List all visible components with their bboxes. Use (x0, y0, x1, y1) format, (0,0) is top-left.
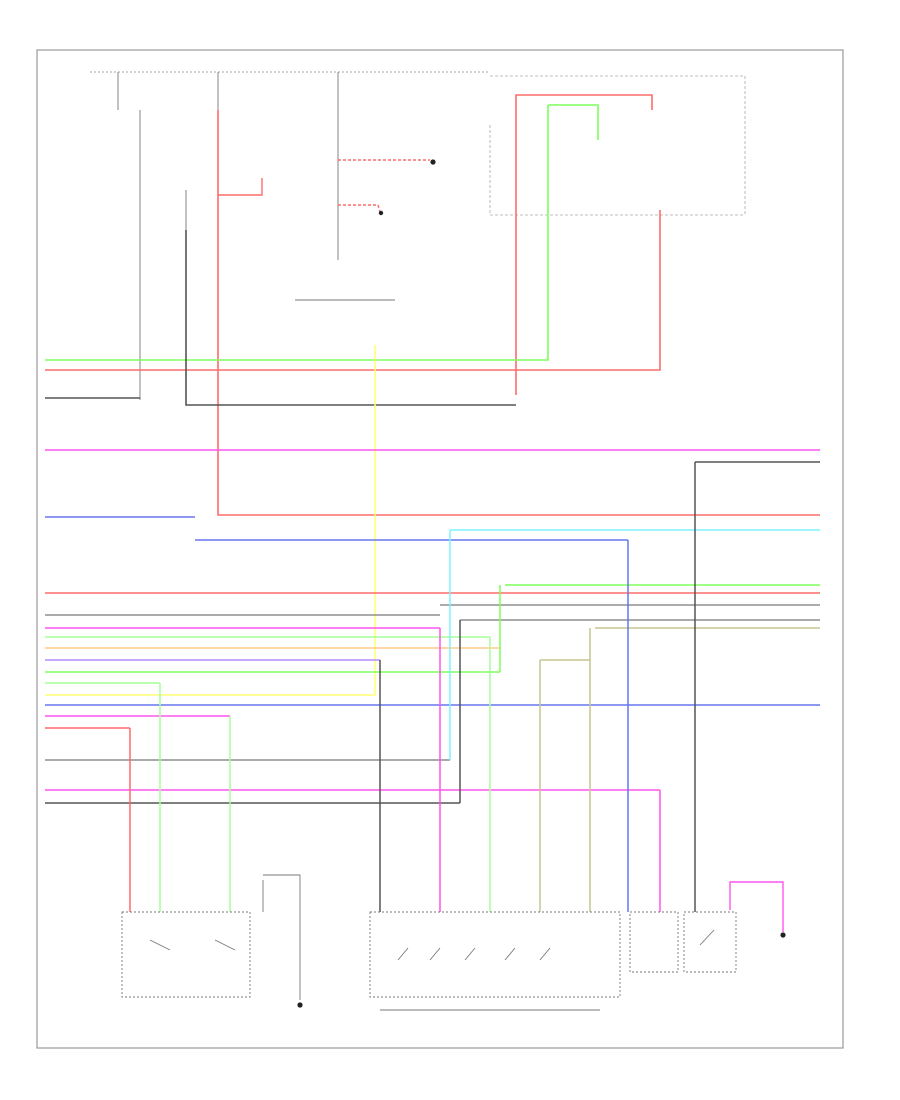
component-right (629, 911, 737, 973)
harness-branch (338, 204, 381, 213)
component-left (121, 874, 301, 1000)
component-center (369, 911, 621, 1011)
harness-branch (729, 881, 784, 932)
ground-symbol-left (297, 1002, 303, 1008)
diagram-frame (36, 49, 844, 1049)
ground-symbol-right (780, 932, 786, 938)
vertical-wires (45, 94, 820, 696)
fuse-drops (117, 72, 395, 400)
connector-dot-top (378, 159, 436, 216)
module-box-top-right (489, 75, 746, 216)
harness-wires (45, 159, 820, 932)
harness-branch (218, 178, 263, 196)
